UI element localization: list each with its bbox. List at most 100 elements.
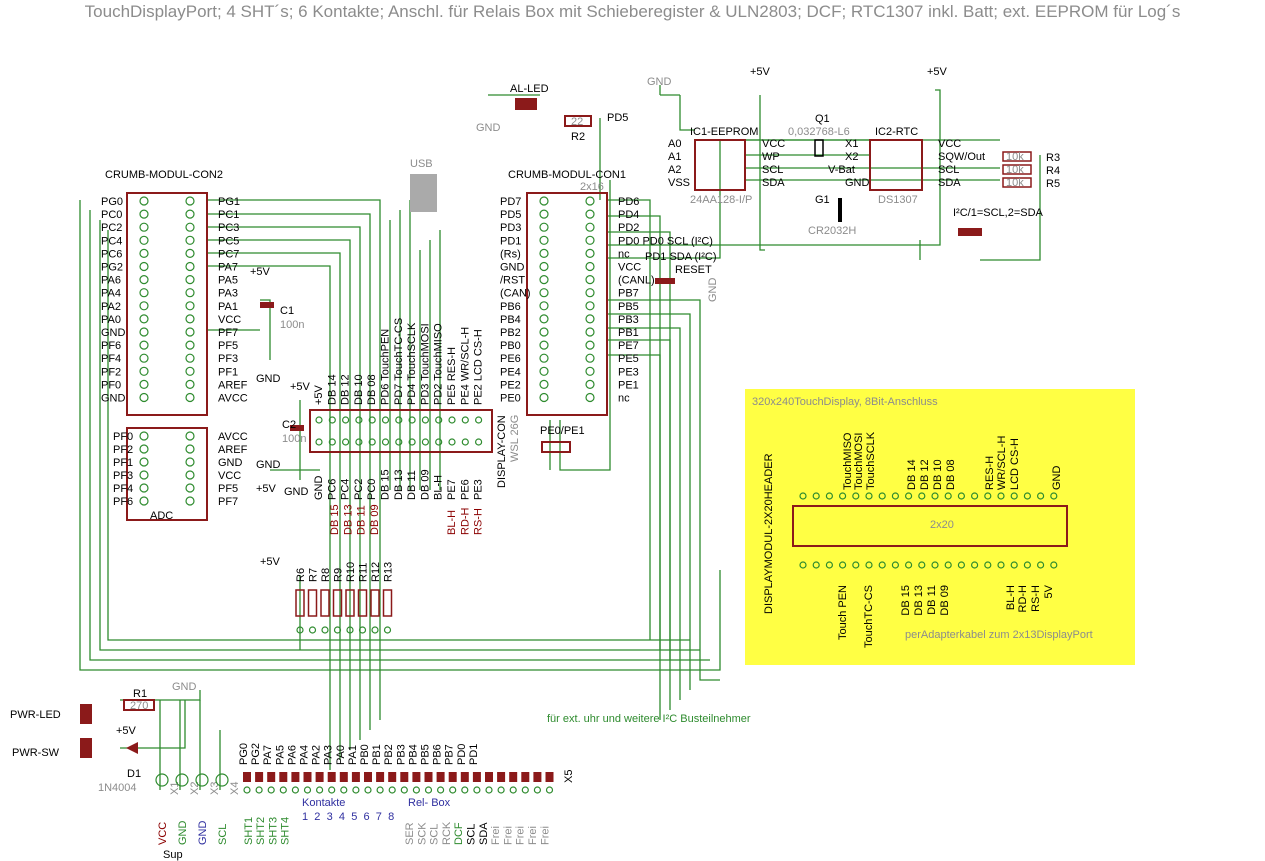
con1-pin	[539, 209, 549, 219]
display-con-top-label: PE5 RES-H	[446, 347, 458, 405]
con2-pin	[185, 222, 195, 232]
con1-pin-label: PD7	[500, 196, 521, 208]
display-box-header: DISPLAYMODUL-2X20HEADER	[763, 453, 775, 614]
display-header-bottom-label: DB 09	[939, 585, 951, 616]
con2-pin-label: PA0	[101, 314, 121, 326]
kontakte-number: 6	[364, 811, 370, 823]
con1-pin-label: GND	[500, 262, 525, 274]
display-con-type: WSL 26G	[509, 415, 521, 462]
ic1-plus5v: +5V	[750, 66, 771, 78]
pwr-sw-symbol	[80, 738, 92, 758]
display-header-top-label: DB 12	[919, 459, 931, 490]
con1-pin-label: PD2	[618, 222, 639, 234]
header-pin	[509, 772, 518, 782]
con2-pin-label: PC2	[101, 222, 122, 234]
pe0pe1-label: PE0/PE1	[540, 425, 585, 437]
ic1-pin-label: A0	[668, 138, 681, 150]
con1-pin-label: PE3	[618, 366, 639, 378]
con2-pin-label: PC0	[101, 209, 122, 221]
con2-pin-label: PF3	[218, 353, 238, 365]
con1-pin-label: PE1	[618, 379, 639, 391]
con2-pin-label: PG0	[101, 196, 123, 208]
display-header-pin	[865, 561, 873, 569]
display-con-pin	[475, 416, 483, 424]
display-header-pin	[878, 561, 886, 569]
display-header-top-label: DB 14	[906, 459, 918, 490]
reset-gnd: GND	[707, 278, 719, 303]
con1-pin	[585, 366, 595, 376]
display-header-pin	[891, 492, 900, 500]
g1-value: CR2032H	[808, 225, 856, 237]
display-con-red-label: DB 11	[356, 505, 368, 535]
header-top-label: PA0	[335, 745, 347, 765]
header-pin	[267, 772, 276, 782]
display-header-pin	[931, 492, 939, 500]
c2-name: C2	[282, 419, 296, 431]
adc-pin	[185, 457, 195, 467]
display-header-pin	[799, 492, 807, 500]
con1-pin	[585, 209, 595, 219]
rbank-resistor	[345, 589, 355, 617]
pwr-gnd: GND	[172, 681, 197, 693]
kontakte-number: 2	[314, 811, 320, 823]
con2-pin-label: PF6	[101, 340, 121, 352]
con1-pin	[539, 248, 549, 258]
display-header-bottom-label: RS-H	[1030, 585, 1042, 612]
display-con-top-label: +5V	[313, 384, 325, 405]
pd5-label: PD5	[607, 112, 628, 124]
display-con-top-label: PE2 LCD CS-H	[473, 329, 485, 405]
con1-pin-label: PB2	[500, 327, 521, 339]
con1-pin	[539, 222, 549, 232]
ic1-pin-label: WP	[762, 151, 780, 163]
con2-pin	[139, 196, 149, 206]
con1-pin	[539, 366, 549, 376]
con2-pin	[139, 288, 149, 298]
ic1-pin-label: VSS	[668, 177, 690, 189]
adc-pin	[139, 431, 149, 441]
header-pin-ring	[521, 786, 529, 794]
header-pin	[364, 772, 372, 782]
display-con-pin	[461, 416, 469, 424]
d1-value: 1N4004	[98, 782, 137, 794]
adc-pin	[139, 470, 149, 480]
ic2-part: DS1307	[878, 194, 918, 206]
con1-left-labels: PD7PD5PD3PD1(Rs)GND/RST(CAN)PB6PB4PB2PB0…	[500, 196, 549, 405]
header-pin-ring	[437, 786, 445, 794]
rbank-resistor	[307, 589, 318, 617]
rbank-resistor	[382, 589, 393, 617]
c1-plus5v: +5V	[250, 266, 271, 278]
con1-pd1-sda: PD1 SDA (I²C)	[645, 251, 717, 263]
kontakte-number: 8	[388, 811, 394, 823]
adc-pin-label: PF7	[218, 496, 238, 508]
header-pin-ring	[449, 786, 457, 794]
header-top-label: PB5	[420, 744, 432, 765]
kontakte-label: Kontakte	[302, 797, 345, 809]
con2-pin-label: PC1	[218, 209, 239, 221]
con2-pin-label: PC6	[101, 248, 122, 260]
ic1-pin-label: SCL	[762, 164, 783, 176]
con2-pin-label: PA2	[101, 301, 121, 313]
header-pin-ring	[291, 786, 299, 794]
con2-pin	[185, 340, 195, 350]
r2-value: 22	[571, 116, 583, 128]
display-header-pin	[918, 492, 926, 500]
con2-pin	[139, 235, 149, 245]
header-pin-ring	[509, 786, 517, 794]
display-header-top-label: DB 10	[932, 459, 944, 490]
con2-pin-label: PC7	[218, 248, 239, 260]
ic1-pin-label: VCC	[762, 138, 785, 150]
supply-pin	[215, 773, 229, 787]
r2-name: R2	[571, 131, 585, 143]
c1-gnd: GND	[256, 373, 281, 385]
con1-pin-label: PD4	[618, 209, 639, 221]
display-con-pin	[328, 438, 336, 446]
con2-pin-label: PC5	[218, 235, 239, 247]
header-pin-ring	[533, 786, 542, 794]
con2-pin-label: GND	[101, 393, 126, 405]
supply-id: X2	[189, 782, 201, 795]
